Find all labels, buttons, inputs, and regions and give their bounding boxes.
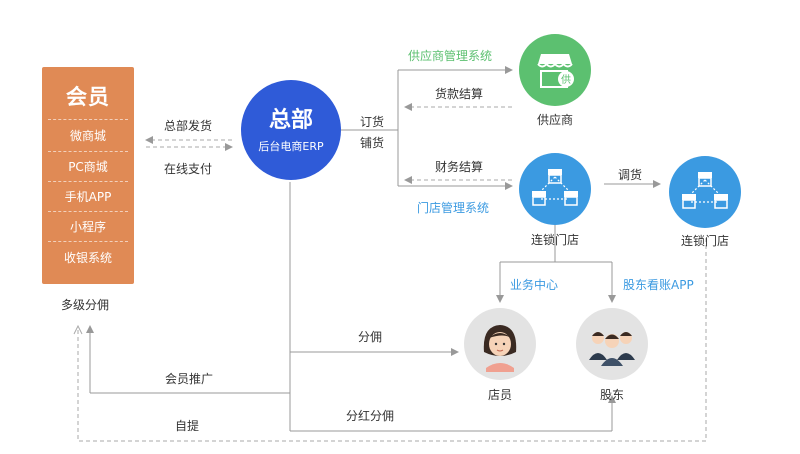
- label-business-center: 业务中心: [510, 278, 559, 292]
- label-transfer: 调货: [618, 168, 643, 182]
- chain-store-node-2: [669, 156, 741, 228]
- member-divider: [48, 211, 128, 212]
- clerk-avatar-icon: [483, 325, 517, 372]
- label-store-system: 门店管理系统: [417, 201, 490, 215]
- label-online-pay: 在线支付: [164, 162, 213, 176]
- label-shareholder-app: 股东看账APP: [623, 278, 694, 292]
- label-payment-settlement: 货款结算: [435, 87, 484, 101]
- label-commission: 分佣: [358, 330, 383, 344]
- member-item-mobile-app: 手机APP: [64, 190, 112, 204]
- label-hq-ship: 总部发货: [164, 119, 213, 133]
- hq-title: 总部: [268, 108, 313, 133]
- member-item-cash-register: 收银系统: [63, 251, 112, 265]
- clerk-label: 店员: [487, 388, 512, 402]
- label-dividend: 分红分佣: [346, 409, 395, 423]
- member-item-wechat-mall: 微商城: [69, 129, 106, 143]
- store-network-icon: [682, 172, 728, 209]
- member-divider: [48, 151, 128, 152]
- member-item-mini-program: 小程序: [69, 220, 106, 234]
- chain-store-label: 连锁门店: [530, 233, 579, 247]
- supplier-node: 供: [519, 34, 591, 106]
- chain-store-label-2: 连锁门店: [680, 234, 729, 248]
- clerk-node: [464, 308, 536, 380]
- member-divider: [48, 119, 128, 120]
- label-self-pickup: 自提: [175, 419, 200, 433]
- hq-node: 总部 后台电商ERP: [241, 80, 341, 180]
- member-divider: [48, 241, 128, 242]
- member-item-pc-mall: PC商城: [68, 160, 108, 174]
- member-title: 会员: [66, 85, 110, 109]
- supplier-icon-text: 供: [561, 73, 571, 86]
- supplier-label: 供应商: [536, 113, 573, 127]
- store-network-icon: [532, 169, 578, 206]
- label-member-promo: 会员推广: [165, 372, 214, 386]
- arrow-self-pickup-head: [73, 324, 83, 335]
- member-divider: [48, 181, 128, 182]
- label-stock: 铺货: [360, 136, 385, 150]
- shareholder-label: 股东: [599, 388, 624, 402]
- line-self-pickup: [77, 238, 707, 442]
- label-order: 订货: [360, 115, 385, 129]
- label-finance-settlement: 财务结算: [435, 160, 484, 174]
- label-supplier-system: 供应商管理系统: [408, 49, 493, 63]
- hq-subtitle: 后台电商ERP: [258, 140, 324, 153]
- supplier-shop-icon: 供: [537, 54, 574, 88]
- chain-store-node: [519, 153, 591, 225]
- member-footer-label: 多级分佣: [61, 298, 110, 312]
- shareholder-node: [576, 308, 648, 380]
- shareholders-group-icon: [589, 332, 635, 366]
- member-panel: 会员 微商城 PC商城 手机APP 小程序 收银系统: [42, 67, 134, 284]
